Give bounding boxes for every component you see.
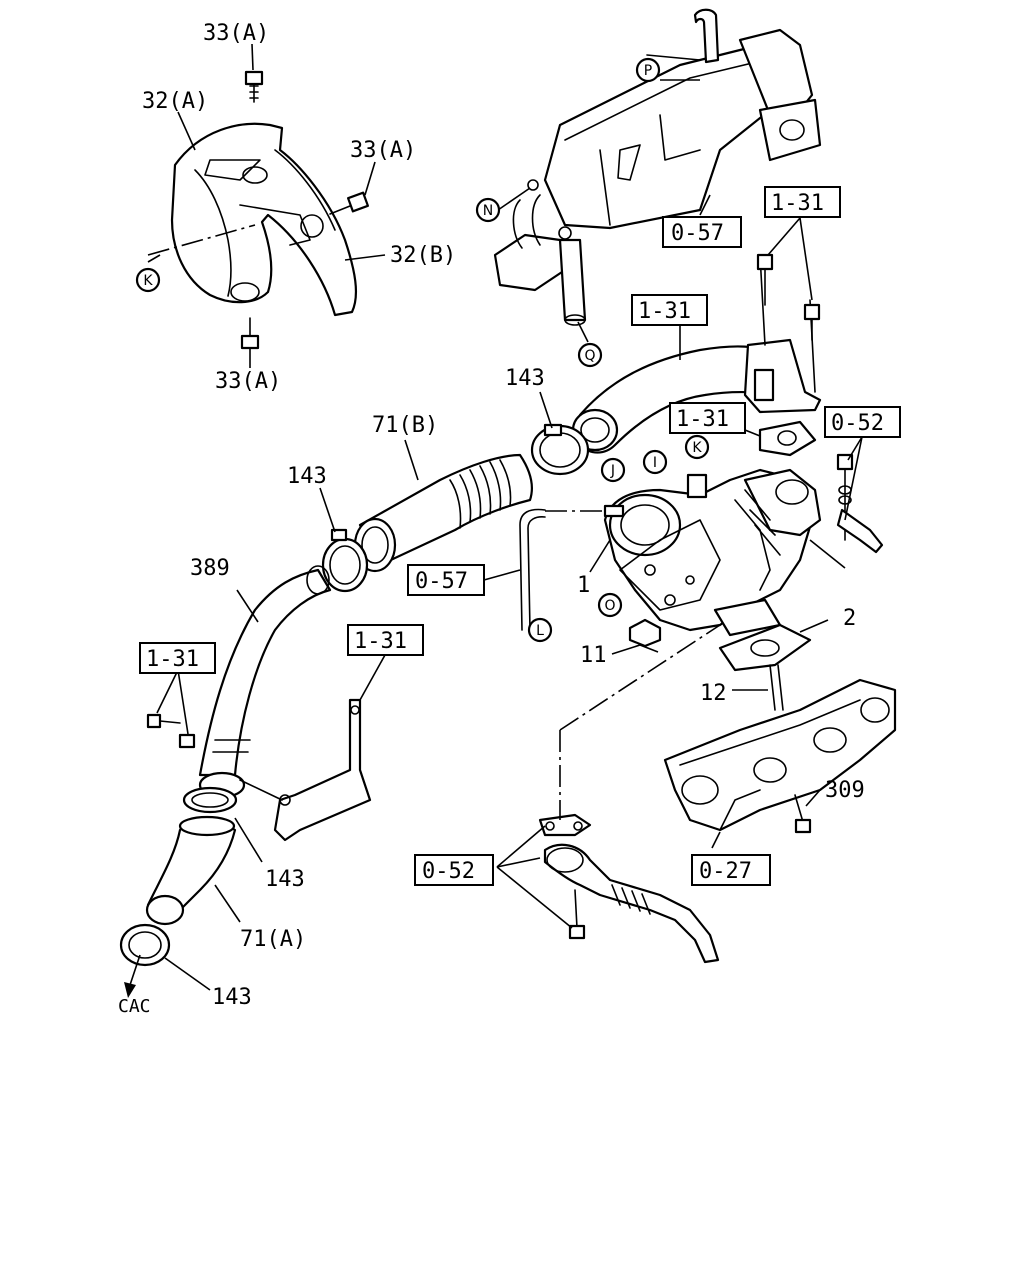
clamp-143-bottom	[119, 923, 171, 967]
svg-text:1-31: 1-31	[354, 629, 407, 654]
cac-arrow	[124, 954, 141, 998]
ref-box-1-31-bracket: 1-31	[347, 624, 424, 656]
egr-gasket	[758, 420, 817, 457]
marker-k-shield: K	[135, 267, 161, 293]
svg-text:0-27: 0-27	[699, 859, 752, 884]
marker-l: L	[527, 617, 553, 643]
label-32b: 32(B)	[390, 243, 456, 268]
clamp-143-lower	[182, 786, 238, 814]
label-33a-top: 33(A)	[203, 21, 269, 46]
label-71a: 71(A)	[240, 927, 306, 952]
ref-box-1-31-pipe: 1-31	[631, 294, 708, 326]
marker-o: O	[597, 592, 623, 618]
svg-text:K: K	[143, 273, 153, 289]
svg-text:L: L	[536, 623, 544, 639]
marker-n: N	[475, 197, 501, 223]
pipe-389	[198, 565, 332, 799]
left-bolts	[146, 713, 196, 749]
label-143-top: 143	[505, 366, 545, 391]
alignment-lines	[147, 224, 721, 820]
bolt-309	[794, 794, 812, 834]
leader-lines	[147, 43, 863, 991]
label-143-mid: 143	[287, 464, 327, 489]
heat-shield-assembly	[170, 122, 358, 317]
svg-text:J: J	[610, 463, 615, 479]
clamp-143-mid	[321, 528, 369, 593]
turbocharger	[603, 468, 822, 637]
svg-text:K: K	[692, 440, 702, 456]
nut-11	[628, 618, 662, 648]
ref-box-1-31-top: 1-31	[764, 186, 841, 218]
label-143-bottom: 143	[212, 985, 252, 1010]
marker-k-turbo: K	[684, 434, 710, 460]
bolt-33a-bottom	[240, 317, 260, 350]
ref-box-0-52-right: 0-52	[824, 406, 901, 438]
label-33a-right: 33(A)	[350, 138, 416, 163]
svg-text:1-31: 1-31	[771, 191, 824, 216]
ref-box-0-57-top: 0-57	[662, 216, 742, 248]
svg-text:1-31: 1-31	[676, 407, 729, 432]
ref-box-1-31-left: 1-31	[139, 642, 216, 674]
svg-text:I: I	[653, 455, 657, 471]
svg-text:1-31: 1-31	[146, 647, 199, 672]
svg-text:1-31: 1-31	[638, 299, 691, 324]
hose-71b	[353, 453, 534, 573]
svg-text:P: P	[644, 63, 652, 79]
label-389: 389	[190, 556, 230, 581]
marker-i: I	[642, 449, 668, 475]
marker-p: P	[635, 57, 661, 83]
ref-box-0-52-bottom: 0-52	[414, 854, 494, 886]
ref-box-0-57-oil: 0-57	[407, 564, 485, 596]
label-309: 309	[825, 778, 865, 803]
egr-cooler	[493, 8, 822, 326]
pipe-bracket	[239, 698, 372, 842]
gasket-2	[718, 623, 812, 672]
turbo-studs	[836, 453, 884, 554]
svg-text:N: N	[483, 203, 493, 219]
stud-12	[769, 664, 784, 711]
svg-text:O: O	[604, 598, 615, 614]
bolt-33a-top	[244, 70, 264, 103]
ref-box-1-31-gasket: 1-31	[669, 402, 746, 434]
marker-j: J	[600, 457, 626, 483]
bolt-33a-right	[329, 191, 370, 215]
label-32a: 32(A)	[142, 89, 208, 114]
svg-text:0-57: 0-57	[415, 569, 468, 594]
label-stud-12: 12	[700, 681, 727, 706]
egr-tube-lower	[538, 813, 720, 964]
label-turbo-1: 1	[577, 573, 590, 598]
hose-71a	[145, 815, 237, 926]
marker-q: Q	[577, 342, 603, 368]
ref-box-0-27: 0-27	[691, 854, 771, 886]
svg-text:0-52: 0-52	[422, 859, 475, 884]
label-143-lower: 143	[265, 867, 305, 892]
svg-text:0-52: 0-52	[831, 411, 884, 436]
oil-pipe	[519, 504, 625, 631]
svg-text:0-57: 0-57	[671, 221, 724, 246]
label-33a-bottom: 33(A)	[215, 369, 281, 394]
pipe-bolts	[756, 253, 821, 341]
svg-text:Q: Q	[584, 348, 595, 364]
label-cac: CAC	[118, 996, 151, 1017]
label-71b: 71(B)	[372, 413, 438, 438]
label-gasket-2: 2	[843, 606, 856, 631]
clamp-143-top	[530, 423, 590, 476]
exhaust-manifold	[663, 678, 897, 832]
label-nut-11: 11	[580, 643, 607, 668]
